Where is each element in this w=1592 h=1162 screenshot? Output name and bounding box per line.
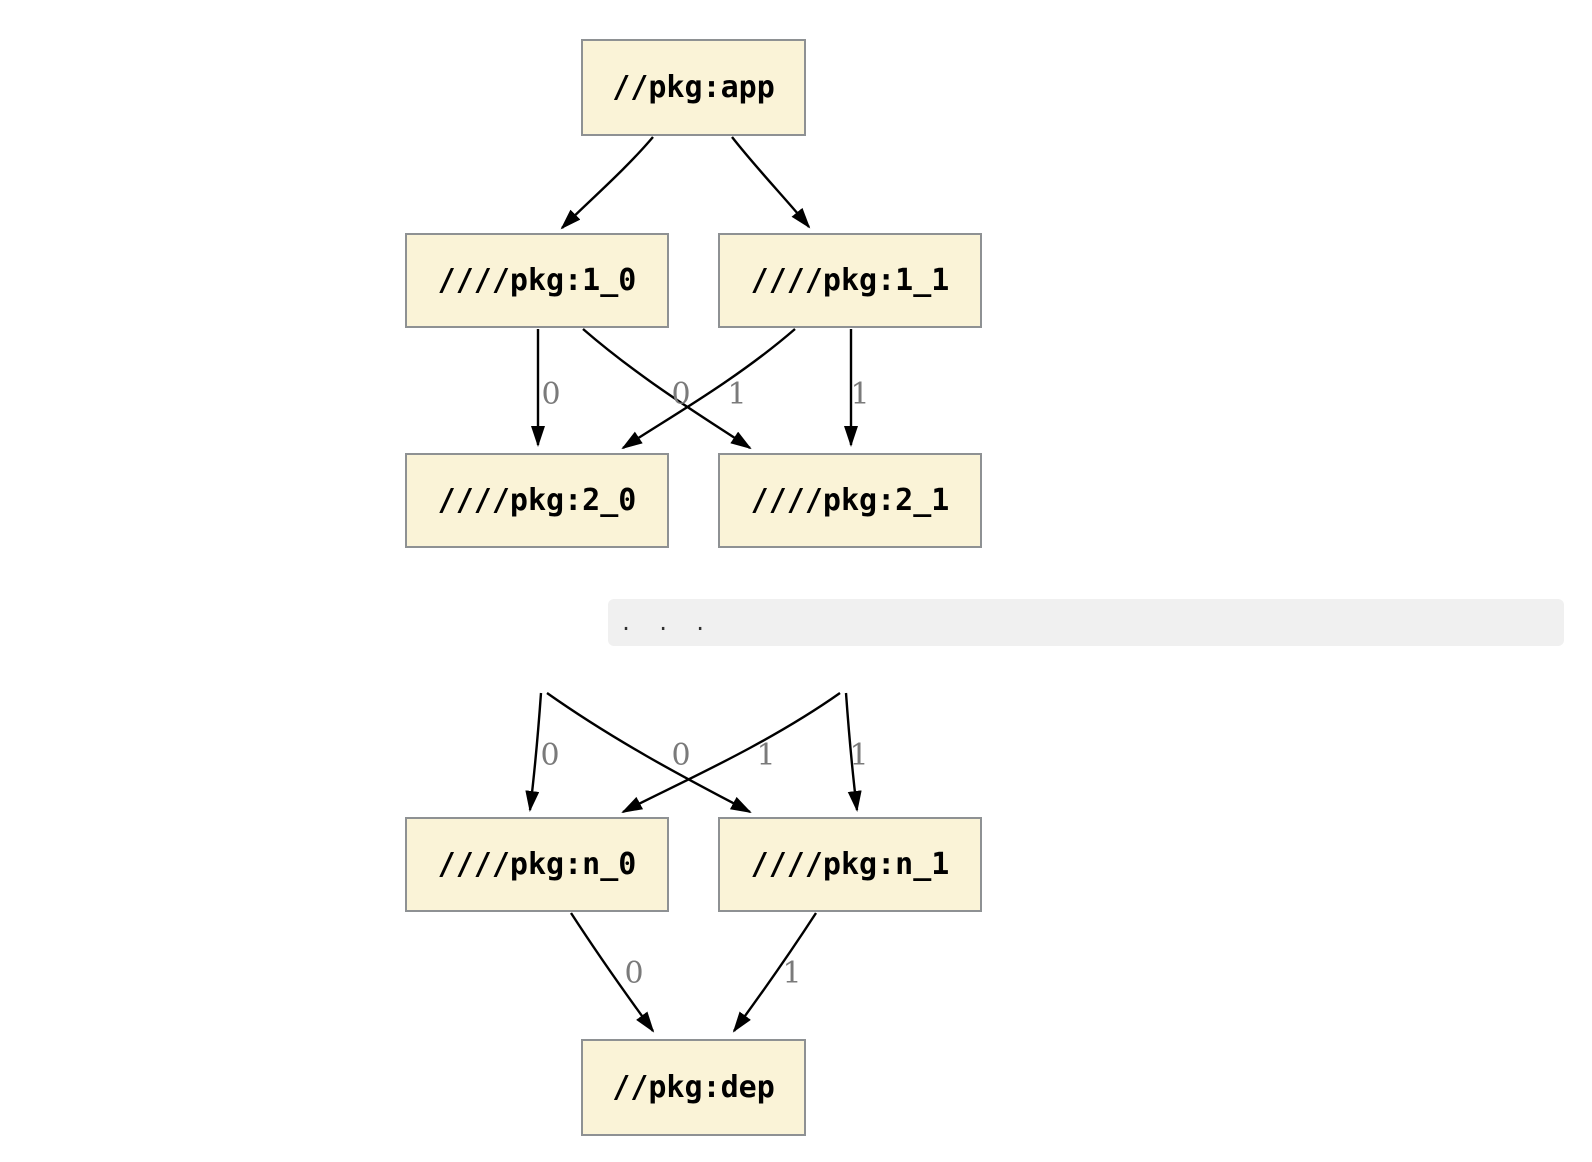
edge-1_0-to-2_1 [582, 328, 752, 450]
edge-n_1-to-dep [732, 912, 818, 1033]
graph-node-n_0: ////pkg:n_0 [405, 817, 669, 912]
node-label: ////pkg:n_1 [750, 847, 950, 882]
node-label: ////pkg:2_0 [437, 483, 637, 518]
edge-ellipsis-to-n_0-cross [621, 692, 841, 814]
edge-label-n_0-to-dep: 0 [624, 956, 643, 991]
graph-node-2_0: ////pkg:2_0 [405, 453, 669, 548]
node-label: //pkg:dep [612, 1070, 775, 1105]
node-label: ////pkg:1_1 [750, 263, 950, 298]
graph-node-1_0: ////pkg:1_0 [405, 233, 669, 328]
ellipsis-band: . . . [608, 599, 1564, 646]
graph-node-n_1: ////pkg:n_1 [718, 817, 982, 912]
node-label: ////pkg:n_0 [437, 847, 637, 882]
graph-node-1_1: ////pkg:1_1 [718, 233, 982, 328]
graph-node-dep: //pkg:dep [581, 1039, 806, 1136]
node-label: ////pkg:2_1 [750, 483, 950, 518]
edge-ellipsis-to-n_1-straight [844, 692, 862, 812]
ellipsis-text: . . . [620, 610, 713, 635]
graph-node-2_1: ////pkg:2_1 [718, 453, 982, 548]
edge-1_1-to-2_0 [621, 328, 796, 450]
edge-ellipsis-to-n_0-straight [525, 692, 543, 812]
edge-label-ellipsis-to-n_0-cross: 0 [671, 738, 690, 773]
edge-n_0-to-dep [569, 912, 655, 1033]
node-label: //pkg:app [612, 70, 775, 105]
edge-label-1_1-to-2_0: 0 [671, 377, 690, 412]
edge-app-to-1_1 [731, 136, 811, 229]
edge-label-1_1-to-2_1: 1 [850, 377, 869, 412]
edge-label-1_0-to-2_1: 1 [727, 377, 746, 412]
edge-ellipsis-to-n_1-cross [546, 692, 752, 814]
edge-label-ellipsis-to-n_1-cross: 1 [756, 738, 775, 773]
edge-label-n_1-to-dep: 1 [782, 956, 801, 991]
graph-node-app: //pkg:app [581, 39, 806, 136]
edge-label-1_0-to-2_0: 0 [541, 377, 560, 412]
edge-app-to-1_0 [560, 136, 654, 230]
edge-label-ellipsis-to-n_0-straight: 0 [540, 738, 559, 773]
edge-label-ellipsis-to-n_1-straight: 1 [849, 738, 868, 773]
node-label: ////pkg:1_0 [437, 263, 637, 298]
